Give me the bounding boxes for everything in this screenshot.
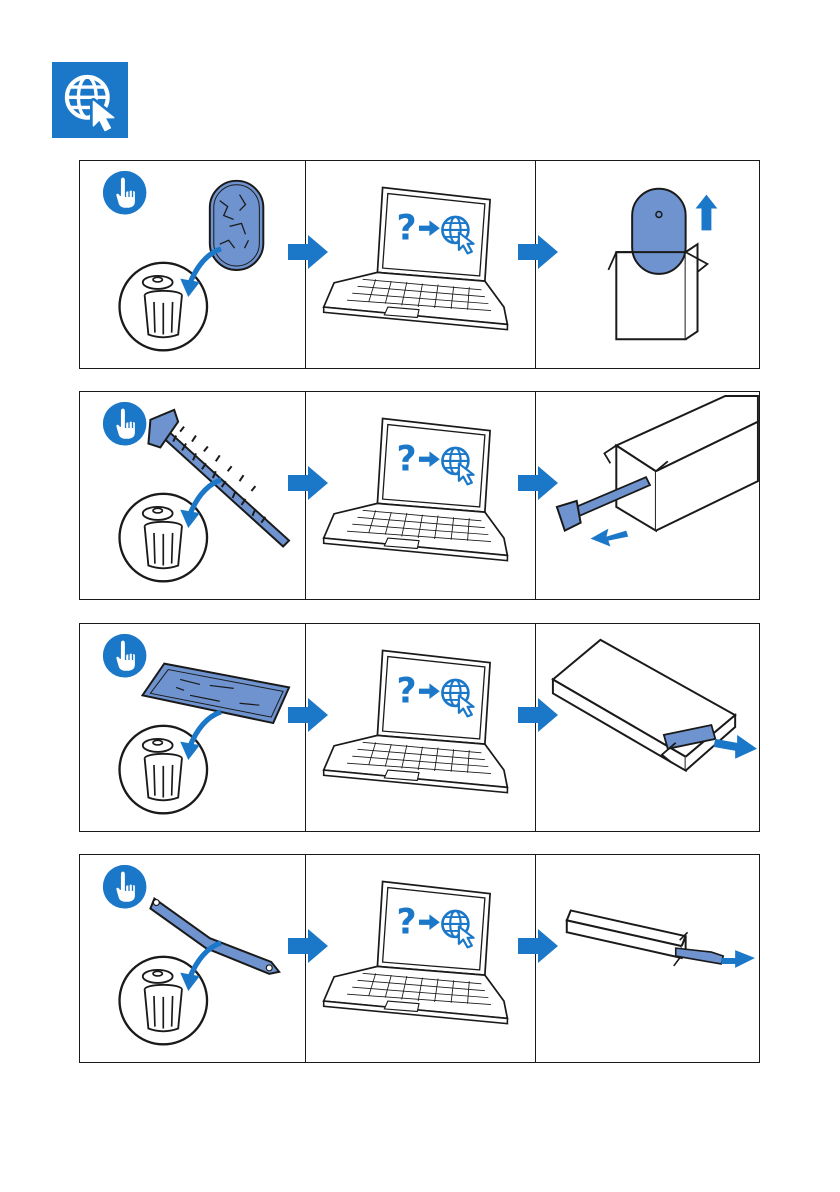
discard-old-arm-panel: [80, 855, 305, 1062]
discard-old-mop-panel: [80, 624, 305, 831]
new-brush-from-box-panel: [536, 392, 759, 599]
pull-out-arrow-icon: [721, 950, 755, 968]
search-online-panel: [306, 624, 535, 831]
new-mop-from-box-panel: [536, 624, 759, 831]
search-online-panel: [306, 392, 535, 599]
laptop-icon: [324, 650, 508, 792]
discard-old-filter-panel: [80, 161, 305, 368]
filter-box-icon: [608, 189, 707, 340]
finger-icon: [103, 402, 147, 446]
arm-box-icon: [567, 910, 723, 965]
filter-pad-icon: [210, 181, 263, 270]
lift-up-arrow-icon: [696, 195, 718, 231]
search-online-panel: [306, 161, 535, 368]
laptop-icon: [324, 187, 508, 329]
replacement-row-brush-roll: [79, 391, 760, 600]
mop-box-icon: [553, 640, 735, 771]
brush-box-icon: [557, 396, 758, 531]
replacement-row-mop-pad: [79, 623, 760, 832]
replacement-row-side-arm: [79, 854, 760, 1063]
replacement-row-filter-pad: [79, 160, 760, 369]
search-online-panel: [306, 855, 535, 1062]
laptop-icon: [324, 881, 508, 1023]
finger-icon: [103, 171, 147, 215]
finger-icon: [103, 634, 147, 678]
new-arm-from-box-panel: [536, 855, 759, 1062]
globe-cursor-icon: [52, 62, 128, 138]
laptop-icon: [324, 418, 508, 560]
discard-old-brush-panel: [80, 392, 305, 599]
pull-out-arrow-icon: [591, 529, 629, 547]
finger-icon: [103, 865, 147, 909]
new-filter-from-box-panel: [536, 161, 759, 368]
